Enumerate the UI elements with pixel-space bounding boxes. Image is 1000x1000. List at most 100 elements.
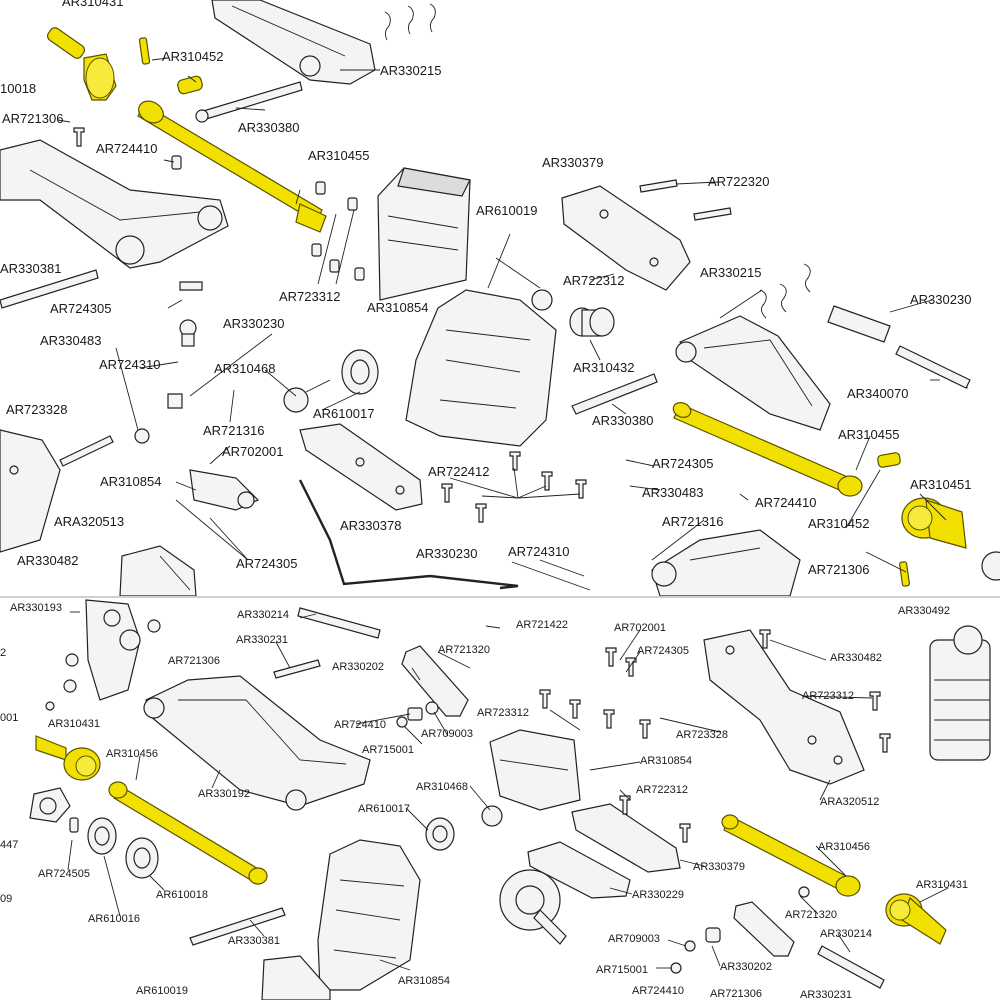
dogbone-top-left[interactable] <box>135 97 327 233</box>
label-ar310452-right: AR310452 <box>808 516 869 531</box>
screws-bottom-mid <box>539 629 891 843</box>
knuckle-left <box>85 599 141 701</box>
labels-bottom: AR330193 AR330214 AR721422 AR702001 AR33… <box>0 602 968 1000</box>
pinion-bottom <box>481 805 503 827</box>
label-ar330214-bottom: AR330214 <box>820 928 872 940</box>
shock-tower <box>703 629 865 785</box>
label-ar330482-top: AR330482 <box>17 553 78 568</box>
label-ar330379-bottom: AR330379 <box>693 861 745 873</box>
label-ar724410-bottom-2: AR724410 <box>632 985 684 997</box>
label-ar310455-right: AR310455 <box>838 427 899 442</box>
coupler-right[interactable] <box>877 452 901 468</box>
leader-lines-bottom <box>67 611 949 971</box>
label-ar310018-top: 10018 <box>0 81 36 96</box>
label-ar330215-top: AR330215 <box>380 63 441 78</box>
label-ar724505: AR724505 <box>38 868 90 880</box>
outdrive-cup-bottom-right[interactable] <box>885 893 947 945</box>
label-ar715001-bottom: AR715001 <box>596 964 648 976</box>
pinion-top <box>283 379 331 413</box>
label-ar330483-right: AR330483 <box>642 485 703 500</box>
label-ar721316-right: AR721316 <box>662 514 723 529</box>
outdrive-cup-right[interactable] <box>901 497 967 549</box>
sway-bar <box>298 479 519 590</box>
label-ar722312-top: AR722312 <box>563 273 624 288</box>
label-ar310854-bottom-2: AR310854 <box>398 975 450 987</box>
pin-left-2 <box>59 435 114 467</box>
label-ar709003-bottom: AR709003 <box>608 933 660 945</box>
label-ar722312-bottom: AR722312 <box>636 784 688 796</box>
label-ar310431-bottom-left: AR310431 <box>48 718 100 730</box>
gearbox-housing-top <box>405 289 557 447</box>
label-edge-09: 09 <box>0 893 12 905</box>
bearing-top <box>341 349 379 395</box>
servo-saver-bottom <box>489 729 581 811</box>
label-ar330379-top: AR330379 <box>542 155 603 170</box>
dogbone-right[interactable] <box>671 400 863 497</box>
label-ar722320: AR722320 <box>708 174 769 189</box>
dogbone-bottom-right[interactable] <box>721 814 861 897</box>
dogbone-bottom-left[interactable] <box>108 781 268 885</box>
mount-bottom <box>571 803 681 873</box>
label-ar721316-top: AR721316 <box>203 423 264 438</box>
screws-top-right <box>639 179 732 221</box>
gearbox-cover-top <box>377 167 471 301</box>
label-ar610019-top: AR610019 <box>476 203 537 218</box>
label-ar723312-mid: AR723312 <box>477 707 529 719</box>
panel-top: AR310431 10018 AR310452 AR330215 AR72130… <box>0 0 1000 617</box>
hinge-pin-left <box>0 269 99 309</box>
outdrive-cup-bottom-left[interactable] <box>35 735 101 781</box>
label-ar330230-top: AR330230 <box>223 316 284 331</box>
label-ar330482-bottom: AR330482 <box>830 652 882 664</box>
label-ar330192: AR330192 <box>198 788 250 800</box>
label-ar723312-right: AR723312 <box>802 690 854 702</box>
suspension-arm-top <box>211 0 376 85</box>
lower-arm-left <box>0 139 229 269</box>
label-ar330378: AR330378 <box>340 518 401 533</box>
label-ar610017-top: AR610017 <box>313 406 374 421</box>
label-ar721306-bottom: AR721306 <box>168 655 220 667</box>
panel-bottom: AR330193 AR330214 AR721422 AR702001 AR33… <box>0 599 991 1000</box>
label-ar724410-top: AR724410 <box>96 141 157 156</box>
label-ar330492: AR330492 <box>898 605 950 617</box>
steering-link-bottom <box>401 645 469 717</box>
labels-top: AR310431 10018 AR310452 AR330215 AR72130… <box>0 0 971 617</box>
label-ar610017-bottom: AR610017 <box>358 803 410 815</box>
diff-right-edge <box>981 551 1000 581</box>
label-ar310468-bottom: AR310468 <box>416 781 468 793</box>
pin-ar724505 <box>69 817 79 833</box>
outdrive-cup-top-left[interactable] <box>46 26 117 101</box>
label-ar330381-bottom: AR330381 <box>228 935 280 947</box>
label-ar721320-top: AR721320 <box>438 644 490 656</box>
label-ar721306-top: AR721306 <box>2 111 63 126</box>
label-ar721306-right: AR721306 <box>808 562 869 577</box>
label-edge-001: 001 <box>0 712 18 724</box>
label-edge-2: 2 <box>0 647 6 659</box>
label-ar610016: AR610016 <box>88 913 140 925</box>
label-ar723312-top: AR723312 <box>279 289 340 304</box>
drive-pin-right[interactable] <box>899 561 910 587</box>
screws-center <box>441 451 587 523</box>
washers-left <box>45 619 161 711</box>
pin-bottom-1 <box>273 659 321 679</box>
label-ar702001-bottom: AR702001 <box>614 622 666 634</box>
drive-pin-top-left[interactable] <box>138 37 151 65</box>
label-ar610019-bottom: AR610019 <box>136 985 188 997</box>
lower-arm-right <box>651 529 801 597</box>
screws-gearbox-top <box>311 181 365 281</box>
bushings-bottom-right <box>670 886 810 974</box>
label-ar310431-bottom-right: AR310431 <box>916 879 968 891</box>
label-ar723328-bottom: AR723328 <box>676 729 728 741</box>
label-ar721320-bottom: AR721320 <box>785 909 837 921</box>
label-ar721422: AR721422 <box>516 619 568 631</box>
label-ar310854-left: AR310854 <box>100 474 161 489</box>
label-ar330380-right: AR330380 <box>592 413 653 428</box>
hinge-clips-top <box>384 3 436 41</box>
label-ar724305-bottom: AR724305 <box>637 645 689 657</box>
bushing-top-right <box>569 307 615 337</box>
pin-right <box>895 345 971 389</box>
gearbox-housing-bottom <box>317 839 421 991</box>
coupler-top-left[interactable] <box>177 75 204 95</box>
label-ar330230-center: AR330230 <box>416 546 477 561</box>
label-ar310456-left: AR310456 <box>106 748 158 760</box>
